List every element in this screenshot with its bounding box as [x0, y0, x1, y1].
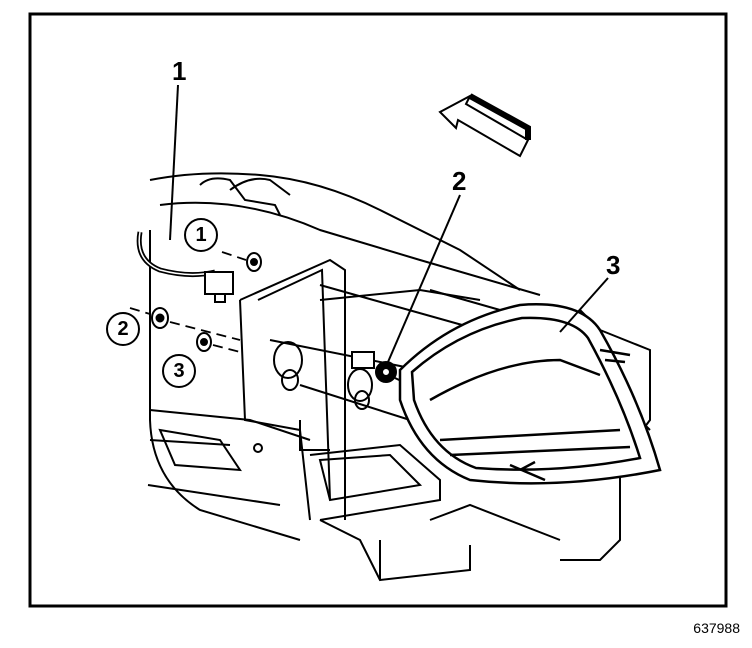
mounting-studs — [269, 284, 481, 421]
callout-3-label: 3 — [606, 250, 621, 280]
wiring-harness — [136, 231, 234, 303]
callout-1-label: 1 — [172, 56, 187, 86]
fastener-nut-1 — [246, 252, 262, 272]
fastener-washer-2 — [151, 307, 169, 329]
tail-lamp-assembly — [398, 303, 662, 485]
install-lines — [129, 251, 247, 353]
callout-2-label: 2 — [452, 166, 467, 196]
figure-frame — [28, 12, 728, 608]
fastener-1-callout: 1 — [184, 218, 218, 252]
fastener-3-callout: 3 — [162, 354, 196, 388]
leader-lines — [169, 84, 609, 363]
fastener-nut-3 — [196, 332, 212, 352]
figure-number: 637988 — [693, 620, 740, 636]
fastener-2-callout: 2 — [106, 312, 140, 346]
direction-arrow-icon — [438, 93, 531, 158]
